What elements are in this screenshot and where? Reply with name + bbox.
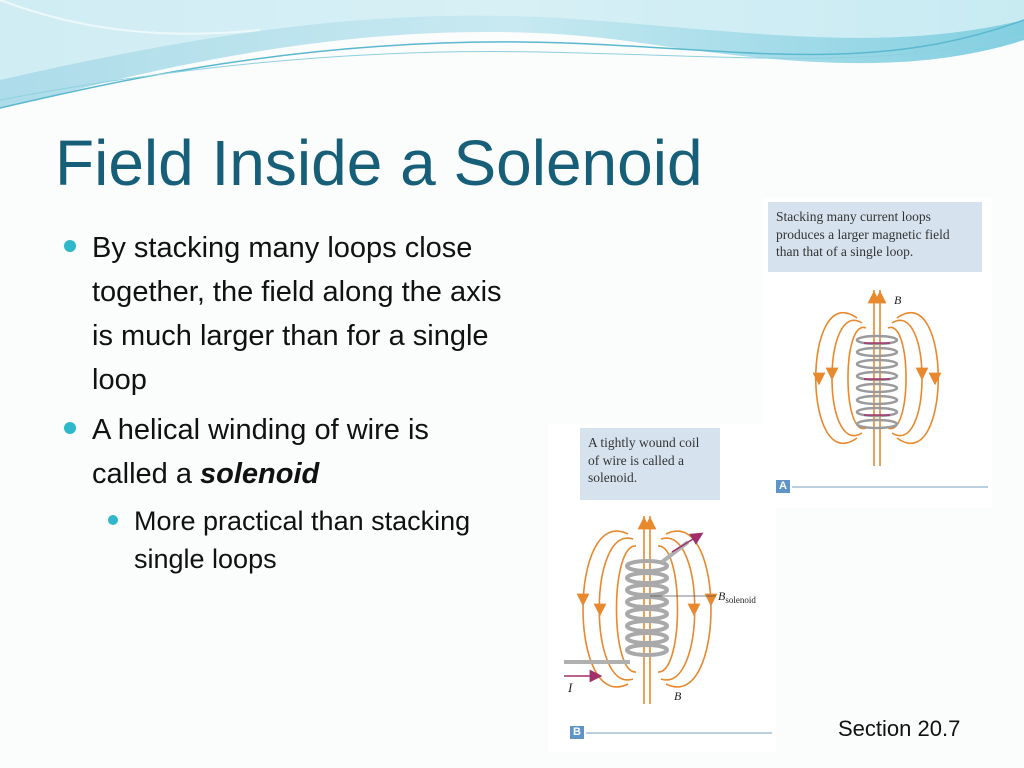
- bullet-list: By stacking many loops close together, t…: [62, 226, 502, 578]
- bullet-emphasis: solenoid: [200, 458, 320, 490]
- b-solenoid-label: Bsolenoid: [718, 589, 756, 605]
- figure-b-baseline: [586, 732, 772, 734]
- bullet-dot-icon: [108, 515, 118, 525]
- b-solenoid-main: B: [718, 589, 726, 603]
- b-field-label: B: [894, 293, 902, 307]
- figure-b-letter: B: [570, 726, 584, 739]
- bullet-text: A helical winding of wire is called a: [92, 414, 429, 490]
- bullet-item: By stacking many loops close together, t…: [62, 226, 502, 402]
- b-field-label: B: [674, 689, 682, 703]
- figure-solenoid: A tightly wound coil of wire is called a…: [548, 424, 776, 752]
- figure-a-baseline: [792, 486, 988, 488]
- current-label: I: [567, 680, 573, 695]
- bullet-dot-icon: [64, 422, 76, 434]
- header-wave: [0, 0, 1024, 109]
- bullet-dot-icon: [64, 240, 76, 252]
- b-solenoid-sub: solenoid: [725, 595, 756, 605]
- bullet-item: A helical winding of wire is called a so…: [62, 408, 502, 496]
- figure-b-caption: A tightly wound coil of wire is called a…: [580, 428, 720, 500]
- section-reference: Section 20.7: [838, 716, 961, 741]
- figure-stacked-loops: Stacking many current loops produces a l…: [762, 198, 992, 508]
- stacked-loops-diagram: B: [812, 290, 942, 466]
- solenoid-diagram: Bsolenoid I B: [564, 516, 756, 704]
- bullet-text: By stacking many loops close together, t…: [92, 232, 502, 396]
- sub-bullet-item: More practical than stacking single loop…: [62, 502, 502, 578]
- sub-bullet-text: More practical than stacking single loop…: [134, 506, 471, 574]
- slide-title: Field Inside a Solenoid: [55, 127, 703, 199]
- figure-a-letter: A: [776, 480, 790, 493]
- figure-a-caption: Stacking many current loops produces a l…: [768, 202, 982, 272]
